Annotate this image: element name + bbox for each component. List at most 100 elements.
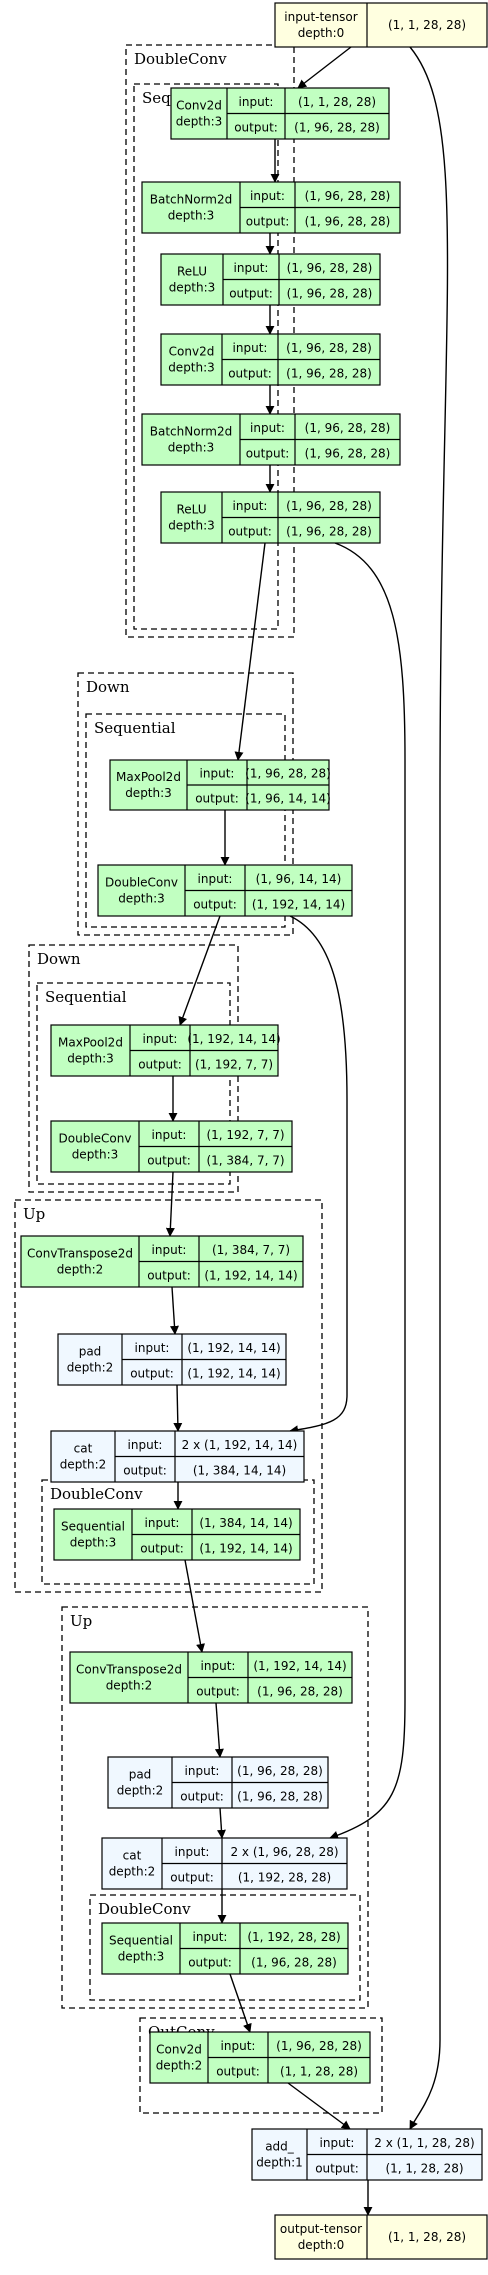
cluster-sequential-4: Sequential [85, 713, 286, 928]
output-key-label: output: [196, 1684, 240, 1698]
node-depth: depth:2 [57, 1263, 104, 1277]
output-shape-value: (1, 192, 28, 28) [238, 1870, 331, 1884]
edge-in-to-add [409, 46, 449, 2130]
edge-conv3-to-add [287, 2082, 351, 2130]
output-shape-value: (1, 1, 28, 28) [385, 2161, 463, 2175]
output-shape-value: (1, 96, 28, 28) [251, 1955, 337, 1969]
edge-dc1-to-mp2 [178, 915, 221, 1026]
input-shape-value: (1, 96, 28, 28) [305, 421, 391, 435]
node-shape-value: (1, 1, 28, 28) [388, 18, 466, 32]
input-shape-value: (1, 384, 14, 14) [199, 1516, 292, 1530]
node-name: MaxPool2d [58, 1036, 123, 1050]
cluster-up-9: Up [61, 1606, 369, 2009]
output-shape-value: (1, 192, 14, 14) [199, 1541, 292, 1555]
input-shape-value: (1, 96, 28, 28) [276, 2039, 362, 2053]
edge-relu2-to-cat2 [329, 542, 406, 1840]
output-key-label: output: [234, 120, 278, 134]
input-shape-value: (1, 192, 7, 7) [206, 1128, 284, 1142]
output-shape-value: (1, 96, 28, 28) [305, 446, 391, 460]
output-key-label: output: [228, 524, 272, 538]
cluster-label: Up [23, 1205, 45, 1223]
edge-line [289, 915, 348, 1435]
node-depth: depth:3 [168, 361, 215, 375]
input-key-label: input: [233, 341, 268, 355]
node-name: ConvTranspose2d [27, 1247, 133, 1261]
input-key-label: input: [128, 1438, 163, 1452]
node-depth: depth:3 [118, 892, 165, 906]
edge-in-to-conv1 [297, 46, 352, 89]
output-key-label: output: [193, 897, 237, 911]
node-name: BatchNorm2d [150, 425, 232, 439]
edge-pad2-to-cat2 [216, 1807, 226, 1839]
cluster-label: Down [86, 678, 130, 696]
edge-line [214, 1702, 224, 1758]
output-key-label: output: [216, 2064, 260, 2078]
input-key-label: input: [221, 2039, 256, 2053]
input-key-label: input: [233, 499, 268, 513]
edge-ct1-to-pad1 [169, 1286, 179, 1335]
output-shape-value: (1, 96, 28, 28) [286, 524, 372, 538]
node-name: add_ [265, 2140, 295, 2154]
output-shape-value: (1, 192, 14, 14) [252, 897, 345, 911]
node-name: input-tensor [284, 10, 357, 24]
output-key-label: output: [180, 1789, 224, 1803]
input-shape-value: (1, 96, 14, 14) [256, 872, 342, 886]
input-key-label: input: [320, 2136, 355, 2150]
output-key-label: output: [315, 2161, 359, 2175]
input-key-label: input: [152, 1128, 187, 1142]
node-depth: depth:2 [156, 2059, 203, 2073]
input-shape-value: (1, 96, 28, 28) [237, 1764, 323, 1778]
node-depth: depth:3 [176, 115, 223, 129]
input-shape-value: 2 x (1, 96, 28, 28) [230, 1845, 338, 1859]
edge-dc1-to-cat1 [289, 915, 348, 1435]
node-depth: depth:3 [118, 1950, 165, 1964]
output-shape-value: (1, 96, 28, 28) [286, 366, 372, 380]
node-depth: depth:2 [109, 1865, 156, 1879]
cluster-label: DoubleConv [50, 1485, 143, 1503]
cluster-label: DoubleConv [98, 1900, 191, 1918]
node-name: pad [79, 1345, 102, 1359]
edge-line [329, 542, 406, 1840]
node-shape-value: (1, 1, 28, 28) [388, 2230, 466, 2244]
output-shape-value: (1, 192, 14, 14) [187, 1366, 280, 1380]
input-shape-value: (1, 96, 28, 28) [286, 499, 372, 513]
node-name: DoubleConv [59, 1132, 132, 1146]
cluster-label: DoubleConv [134, 50, 227, 68]
edge-line [178, 915, 221, 1026]
edge-line [234, 542, 266, 761]
cluster-up-7: Up [14, 1199, 323, 1593]
edge-line [409, 46, 449, 2130]
cluster-label: Up [70, 1612, 92, 1630]
edge-line [184, 1559, 205, 1653]
output-key-label: output: [147, 1153, 191, 1167]
node-name: DoubleConv [105, 876, 178, 890]
node-depth: depth:0 [298, 26, 345, 40]
node-depth: depth:0 [298, 2238, 345, 2252]
output-key-label: output: [138, 1057, 182, 1071]
output-key-label: output: [246, 214, 290, 228]
node-in[interactable]: input-tensor depth:0 (1, 1, 28, 28) [274, 2, 488, 48]
input-shape-value: (1, 96, 28, 28) [245, 767, 331, 781]
